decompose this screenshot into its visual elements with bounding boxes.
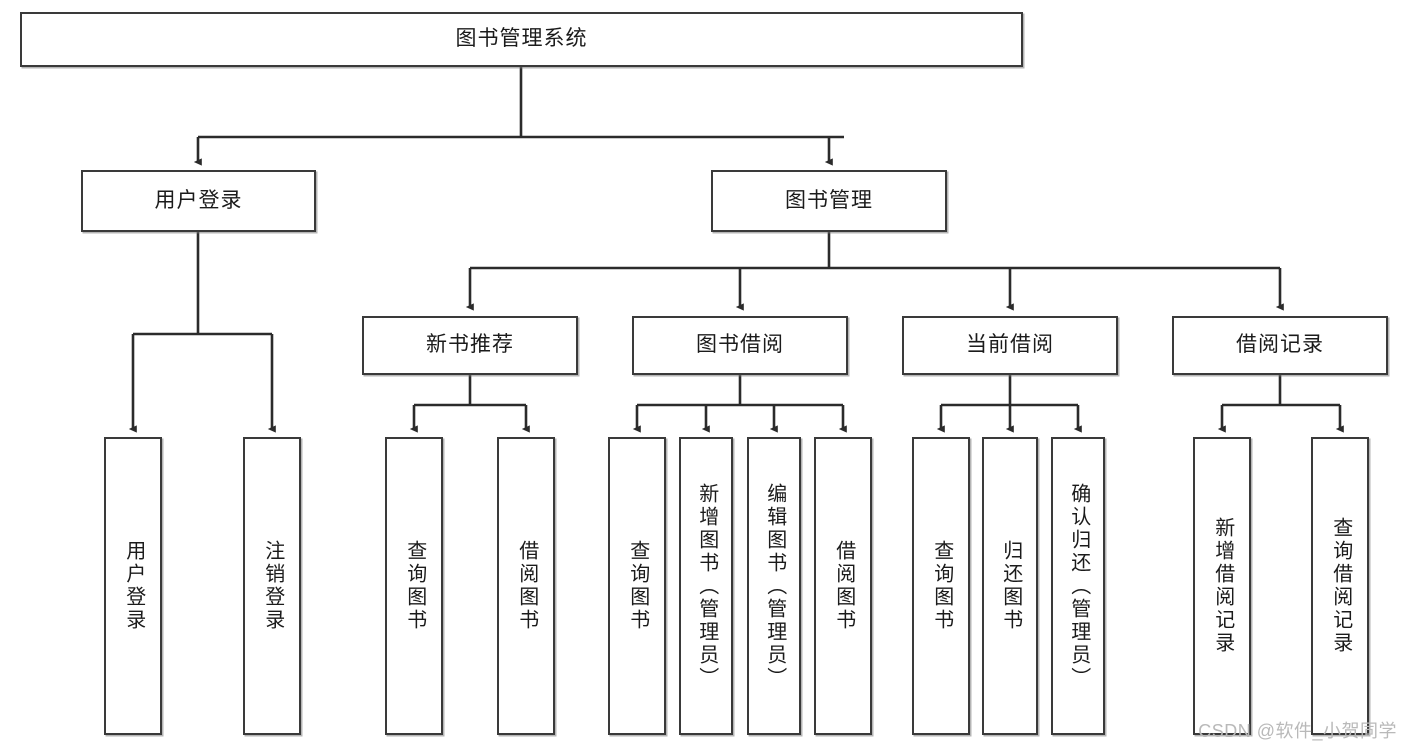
node-leaf-edit-book-admin[interactable]: 编辑图书（管理员） bbox=[747, 437, 801, 735]
node-book-borrow-label: 图书借阅 bbox=[696, 333, 784, 357]
node-leaf-query-book-new[interactable]: 查询图书 bbox=[385, 437, 443, 735]
node-leaf-return-book[interactable]: 归还图书 bbox=[982, 437, 1038, 735]
node-user-login-label: 用户登录 bbox=[154, 188, 243, 212]
node-leaf-logout-label: 注销登录 bbox=[261, 540, 284, 632]
node-root-label: 图书管理系统 bbox=[455, 27, 588, 51]
node-book-management[interactable]: 图书管理 bbox=[711, 170, 947, 232]
node-leaf-user-login-label: 用户登录 bbox=[122, 540, 145, 632]
node-current-borrow-label: 当前借阅 bbox=[966, 333, 1054, 357]
node-leaf-logout[interactable]: 注销登录 bbox=[243, 437, 301, 735]
node-leaf-user-login[interactable]: 用户登录 bbox=[104, 437, 162, 735]
node-leaf-query-borrow-record[interactable]: 查询借阅记录 bbox=[1311, 437, 1369, 735]
node-leaf-add-book-admin-label: 新增图书（管理员） bbox=[695, 482, 718, 690]
node-leaf-edit-book-admin-label: 编辑图书（管理员） bbox=[763, 482, 786, 690]
node-leaf-query-book-borrow-label: 查询图书 bbox=[626, 540, 649, 632]
node-leaf-query-book-current-label: 查询图书 bbox=[930, 540, 953, 632]
node-leaf-borrow-book-label: 借阅图书 bbox=[832, 540, 855, 632]
node-leaf-add-borrow-record-label: 新增借阅记录 bbox=[1211, 517, 1234, 655]
node-borrow-records-label: 借阅记录 bbox=[1236, 333, 1324, 357]
node-leaf-borrow-book-new-label: 借阅图书 bbox=[515, 540, 538, 632]
node-leaf-return-book-label: 归还图书 bbox=[999, 540, 1022, 632]
node-leaf-query-book-current[interactable]: 查询图书 bbox=[912, 437, 970, 735]
node-leaf-confirm-return-admin[interactable]: 确认归还（管理员） bbox=[1051, 437, 1105, 735]
node-book-borrow[interactable]: 图书借阅 bbox=[632, 316, 848, 375]
node-leaf-add-borrow-record[interactable]: 新增借阅记录 bbox=[1193, 437, 1251, 735]
node-book-management-label: 图书管理 bbox=[785, 188, 873, 212]
node-leaf-query-borrow-record-label: 查询借阅记录 bbox=[1329, 517, 1352, 655]
node-current-borrow[interactable]: 当前借阅 bbox=[902, 316, 1118, 375]
csdn-watermark: CSDN @软件_小贺同学 bbox=[1198, 721, 1397, 741]
node-leaf-borrow-book[interactable]: 借阅图书 bbox=[814, 437, 872, 735]
node-leaf-query-book-borrow[interactable]: 查询图书 bbox=[608, 437, 666, 735]
node-new-book-recommend[interactable]: 新书推荐 bbox=[362, 316, 578, 375]
node-leaf-query-book-new-label: 查询图书 bbox=[403, 540, 426, 632]
node-root[interactable]: 图书管理系统 bbox=[20, 12, 1023, 67]
node-user-login[interactable]: 用户登录 bbox=[81, 170, 316, 232]
node-leaf-add-book-admin[interactable]: 新增图书（管理员） bbox=[679, 437, 733, 735]
node-leaf-borrow-book-new[interactable]: 借阅图书 bbox=[497, 437, 555, 735]
node-borrow-records[interactable]: 借阅记录 bbox=[1172, 316, 1388, 375]
node-leaf-confirm-return-admin-label: 确认归还（管理员） bbox=[1067, 482, 1090, 690]
node-new-book-recommend-label: 新书推荐 bbox=[426, 333, 514, 357]
